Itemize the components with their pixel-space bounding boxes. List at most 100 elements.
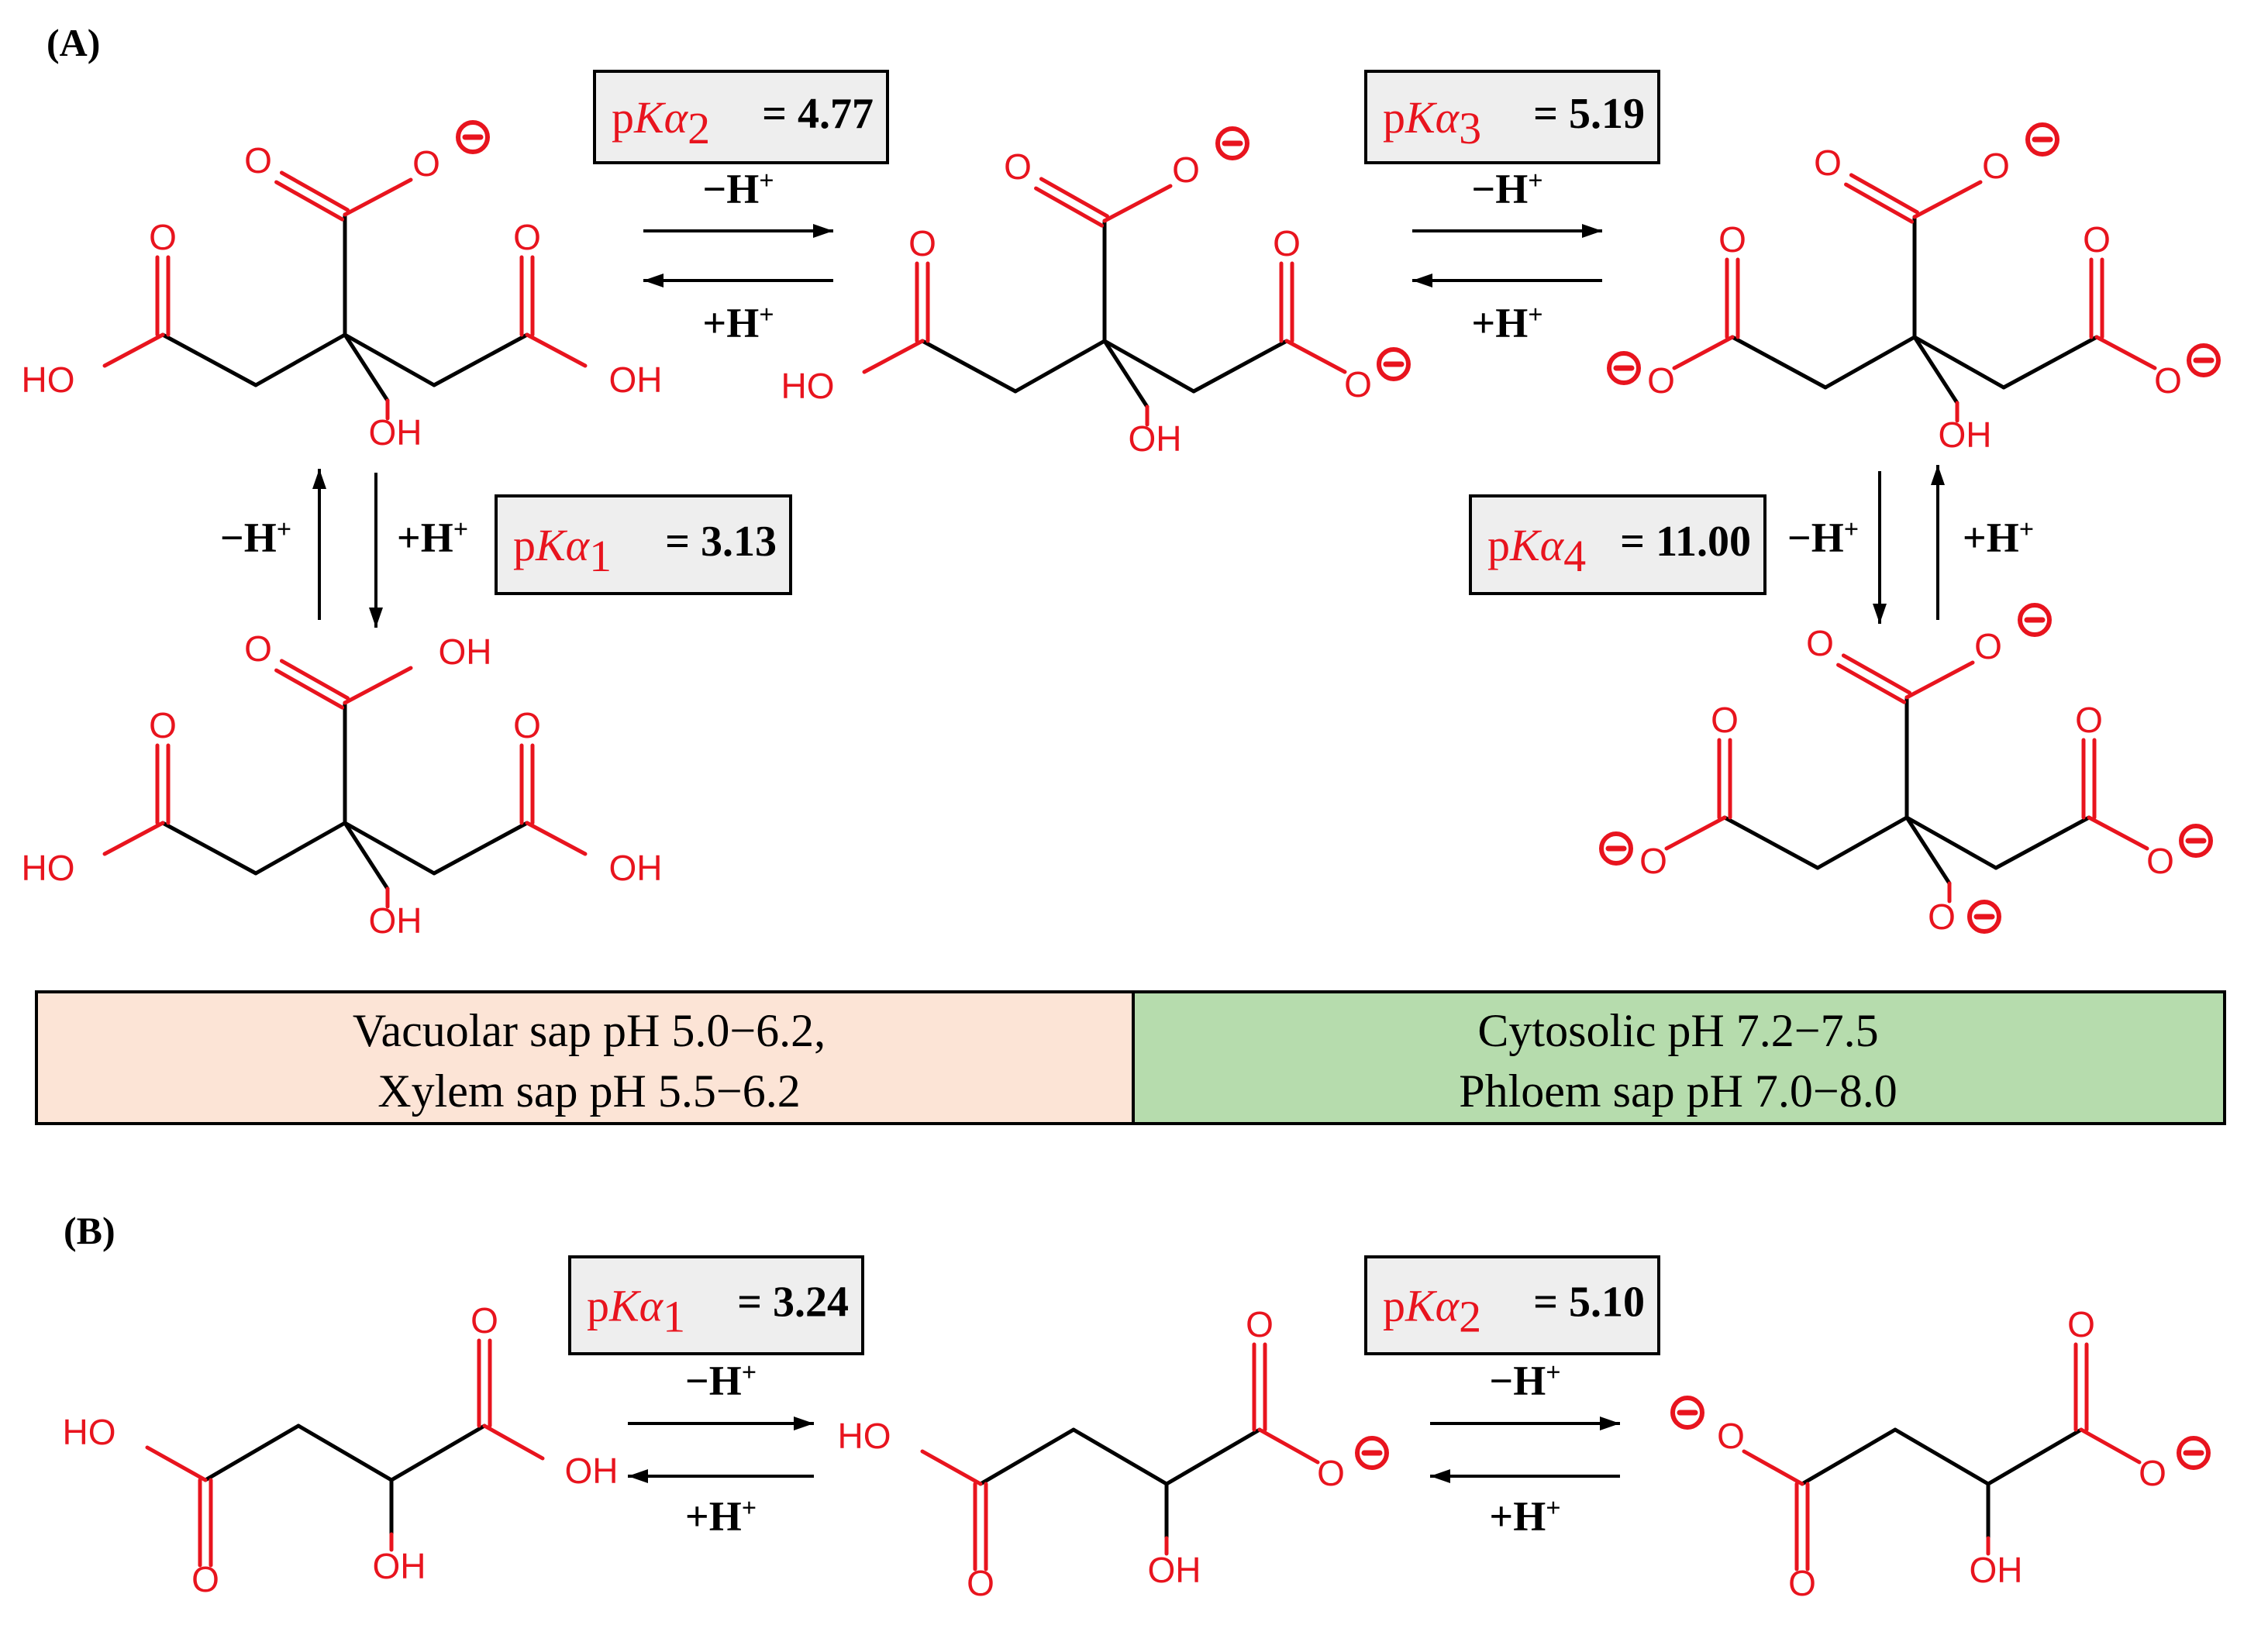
pka-label: pKα2: [612, 92, 710, 153]
arrow-head: [1931, 465, 1945, 485]
deprotonation-label: −H+: [1489, 1358, 1560, 1404]
bond: [482, 1423, 545, 1461]
pka-value: = 3.13: [665, 518, 777, 566]
negative-charge-icon: [1357, 1438, 1387, 1468]
pka-value: = 3.24: [737, 1279, 849, 1327]
o-label: O: [1711, 700, 1739, 740]
o-label: O: [1717, 1416, 1745, 1456]
protonation-label: +H+: [1489, 1493, 1560, 1540]
negative-charge-icon: [1609, 353, 1639, 383]
bond: [1986, 1427, 2084, 1486]
bond: [253, 821, 347, 876]
bond: [1257, 1427, 1320, 1465]
o-label: O: [1806, 623, 1834, 663]
ho-label: HO: [22, 848, 75, 888]
arrow-head: [312, 469, 326, 489]
bond: [432, 332, 529, 387]
o-label: O: [1788, 1563, 1816, 1603]
pka-box-frame: [1364, 70, 1660, 164]
pka-label: pKα1: [587, 1281, 685, 1342]
o-label: O: [1982, 146, 2010, 186]
o-label: O: [1273, 223, 1301, 263]
bond: [1102, 339, 1196, 394]
bond: [1672, 335, 1735, 370]
bond: [1102, 184, 1173, 223]
pka-value: = 11.00: [1620, 518, 1751, 566]
bond: [1904, 815, 1952, 886]
ho-label: HO: [781, 366, 835, 406]
negative-charge-icon: [2181, 826, 2211, 855]
o-label: O: [1172, 150, 1200, 190]
o-label: O: [1639, 841, 1667, 881]
bond: [978, 1427, 1076, 1486]
arrow-head: [1582, 224, 1602, 238]
o-label: O: [244, 628, 272, 669]
o-label: O: [191, 1559, 219, 1599]
o-label: O: [1814, 143, 1842, 183]
o-label: O: [1647, 360, 1675, 401]
bond: [1844, 182, 1915, 224]
bond: [525, 821, 588, 856]
pka-box-b-pka2: pKα2 = 5.10: [1364, 1255, 1660, 1355]
arrow-head: [1430, 1469, 1450, 1483]
o-label: O: [1974, 626, 2002, 666]
pka-label: pKα3: [1383, 92, 1481, 153]
negative-charge-icon: [458, 122, 488, 152]
equilibrium-arrows: −H++H+−H++H+−H++H+−H++H+−H++H+−H++H+: [220, 166, 2034, 1540]
pka-label: pKα2: [1383, 1281, 1481, 1342]
o-label: O: [1718, 219, 1746, 260]
bond: [1742, 1449, 1804, 1486]
ph-table: Vacuolar sap pH 5.0−6.2, Cytosolic pH 7.…: [35, 990, 2226, 1125]
oh-label: OH: [1129, 418, 1182, 459]
o-label: O: [1246, 1304, 1274, 1344]
o-label: O: [2083, 219, 2111, 260]
panel-a-label: (A): [47, 21, 100, 64]
bond: [102, 332, 165, 368]
o-label: O: [1004, 146, 1032, 187]
bond: [102, 821, 165, 856]
pka-box-frame: [593, 70, 889, 164]
o-label: O: [244, 140, 272, 181]
bond: [1730, 335, 1828, 390]
bond: [343, 177, 413, 217]
bond: [2001, 335, 2099, 390]
pka-box-a-pka2: pKα2= 4.77: [593, 70, 889, 164]
bond: [1841, 653, 1911, 695]
pka-label: pKα1: [513, 520, 612, 581]
phloem-sap-ph: Phloem sap pH 7.0−8.0: [1459, 1065, 1897, 1117]
o-label: O: [470, 1300, 498, 1341]
bond: [1034, 186, 1105, 228]
pka-box-frame: [1364, 1255, 1660, 1355]
negative-charge-icon: [1970, 902, 1999, 931]
bond: [1284, 339, 1347, 374]
negative-charge-icon: [1673, 1398, 1702, 1427]
pka-box-a-pka4: pKα4= 11.00: [1469, 494, 1766, 595]
bond: [145, 1445, 208, 1482]
bond: [1893, 1427, 1991, 1486]
o-label: O: [1928, 897, 1956, 937]
pka-box-a-pka1: pKα1 = 3.13: [495, 494, 792, 595]
oh-label: OH: [565, 1451, 619, 1491]
o-label: O: [149, 705, 177, 745]
o-label: O: [149, 217, 177, 257]
arrow-head: [643, 274, 664, 287]
pka-box-a-pka3: pKα3= 5.19: [1364, 70, 1660, 164]
negative-charge-icon: [2020, 605, 2049, 635]
bond: [274, 180, 345, 222]
bond: [1102, 339, 1150, 409]
bond: [1013, 339, 1107, 394]
oh-label: OH: [609, 360, 663, 400]
ho-label: HO: [838, 1416, 891, 1456]
bond: [2094, 335, 2157, 370]
pka-value: = 5.10: [1533, 1279, 1645, 1327]
bond: [203, 1423, 301, 1482]
bond: [343, 821, 390, 891]
bond: [343, 332, 390, 403]
bond: [1800, 1427, 1897, 1486]
